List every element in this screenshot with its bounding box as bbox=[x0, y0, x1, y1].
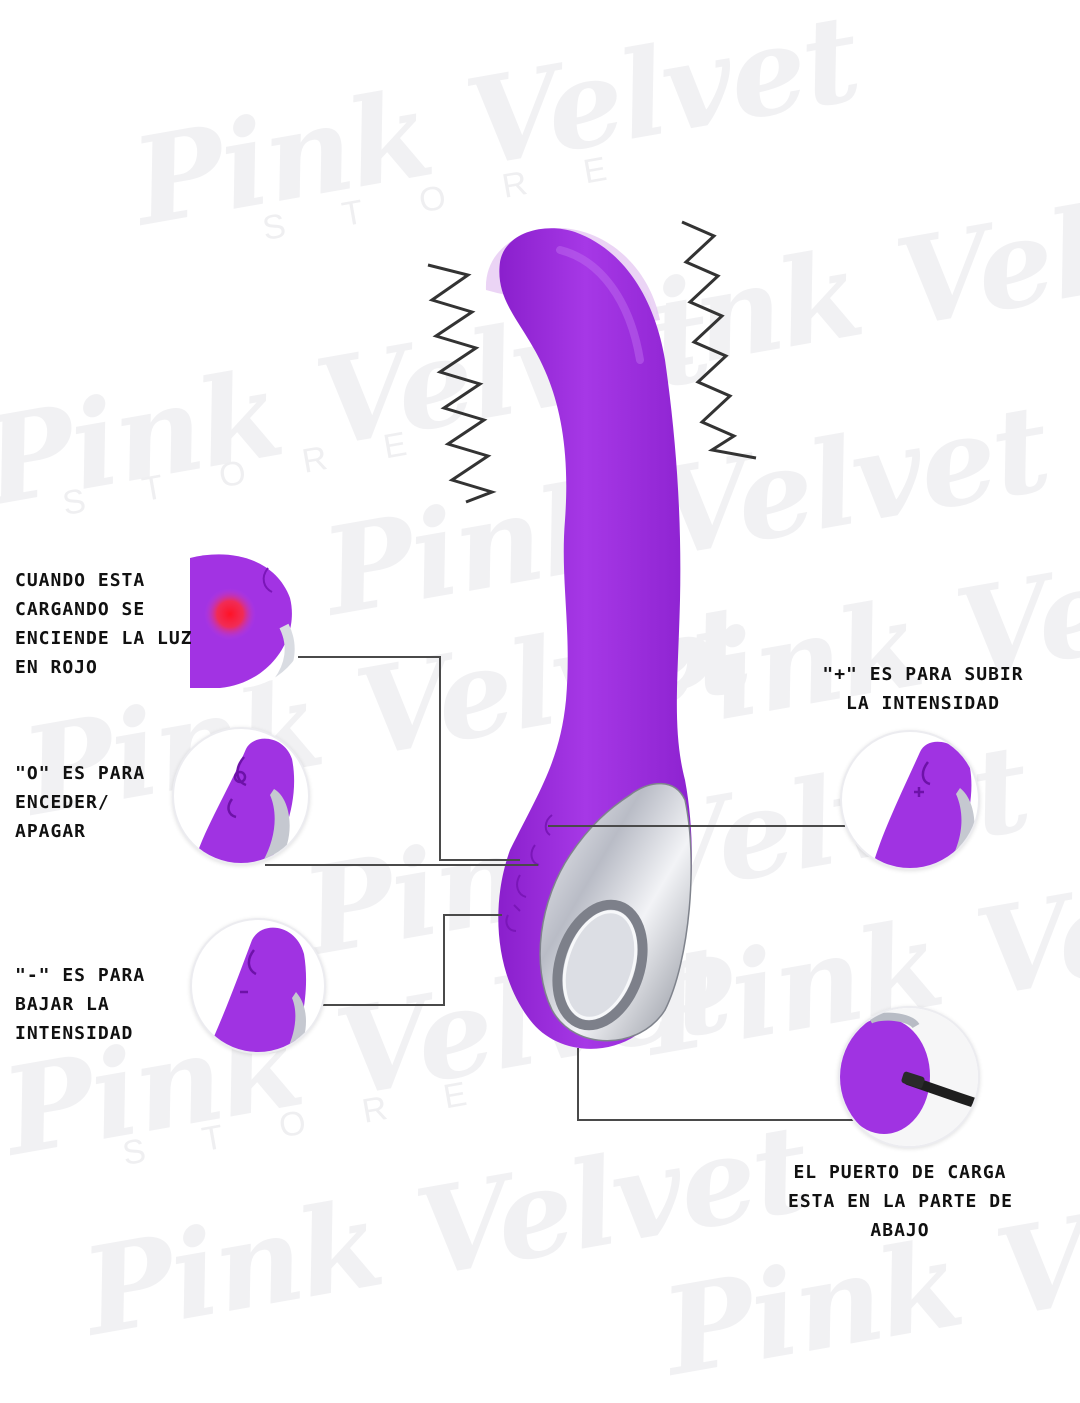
label-line: ENCEDER/ bbox=[15, 792, 110, 813]
label-line: "O" ES PARA bbox=[15, 763, 146, 784]
label-line: "-" ES PARA bbox=[15, 965, 146, 986]
detail-minus-button bbox=[190, 918, 326, 1054]
label-minus-button: "-" ES PARA BAJAR LA INTENSIDAD bbox=[15, 961, 145, 1048]
label-line: EN ROJO bbox=[15, 657, 98, 678]
label-power-button: "O" ES PARA ENCEDER/APAGAR bbox=[15, 759, 145, 846]
label-line: ENCIENDE LA LUZ bbox=[15, 628, 193, 649]
label-line: EL PUERTO DE CARGA bbox=[793, 1162, 1007, 1183]
detail-charging-led bbox=[190, 548, 308, 688]
body-button-symbols bbox=[505, 814, 553, 932]
detail-charging-port bbox=[838, 1006, 980, 1148]
label-line: ABAJO bbox=[870, 1220, 930, 1241]
label-charging-port: EL PUERTO DE CARGA ESTA EN LA PARTE DE ABA… bbox=[788, 1158, 1012, 1245]
label-line: LA INTENSIDAD bbox=[846, 693, 1000, 714]
product-illustration bbox=[265, 220, 860, 1121]
leader-line-charging bbox=[298, 656, 520, 861]
label-line: BAJAR LA bbox=[15, 994, 110, 1015]
label-line: ESTA EN LA PARTE DE bbox=[788, 1191, 1013, 1212]
chrome-ring bbox=[552, 899, 648, 1031]
leader-lines bbox=[265, 656, 860, 1121]
detail-plus-button bbox=[840, 730, 980, 870]
label-line: INTENSIDAD bbox=[15, 1023, 134, 1044]
label-plus-button: "+" ES PARA SUBIR LA INTENSIDAD bbox=[818, 660, 1028, 718]
vibration-left-icon bbox=[427, 263, 497, 504]
vibration-right-icon bbox=[681, 220, 757, 460]
label-charging-led: CUANDO ESTA CARGANDO SE ENCIENDE LA LUZ EN … bbox=[15, 566, 193, 682]
leader-line-minus bbox=[318, 914, 502, 1006]
leader-line-port bbox=[577, 1048, 860, 1121]
charging-cable-icon bbox=[903, 1075, 978, 1109]
detail-power-button bbox=[172, 727, 310, 865]
label-line: CARGANDO SE bbox=[15, 599, 146, 620]
label-line: APAGAR bbox=[15, 821, 87, 842]
red-led-icon bbox=[204, 588, 256, 640]
label-line: CUANDO ESTA bbox=[15, 570, 146, 591]
label-line: "+" ES PARA SUBIR bbox=[822, 664, 1024, 685]
